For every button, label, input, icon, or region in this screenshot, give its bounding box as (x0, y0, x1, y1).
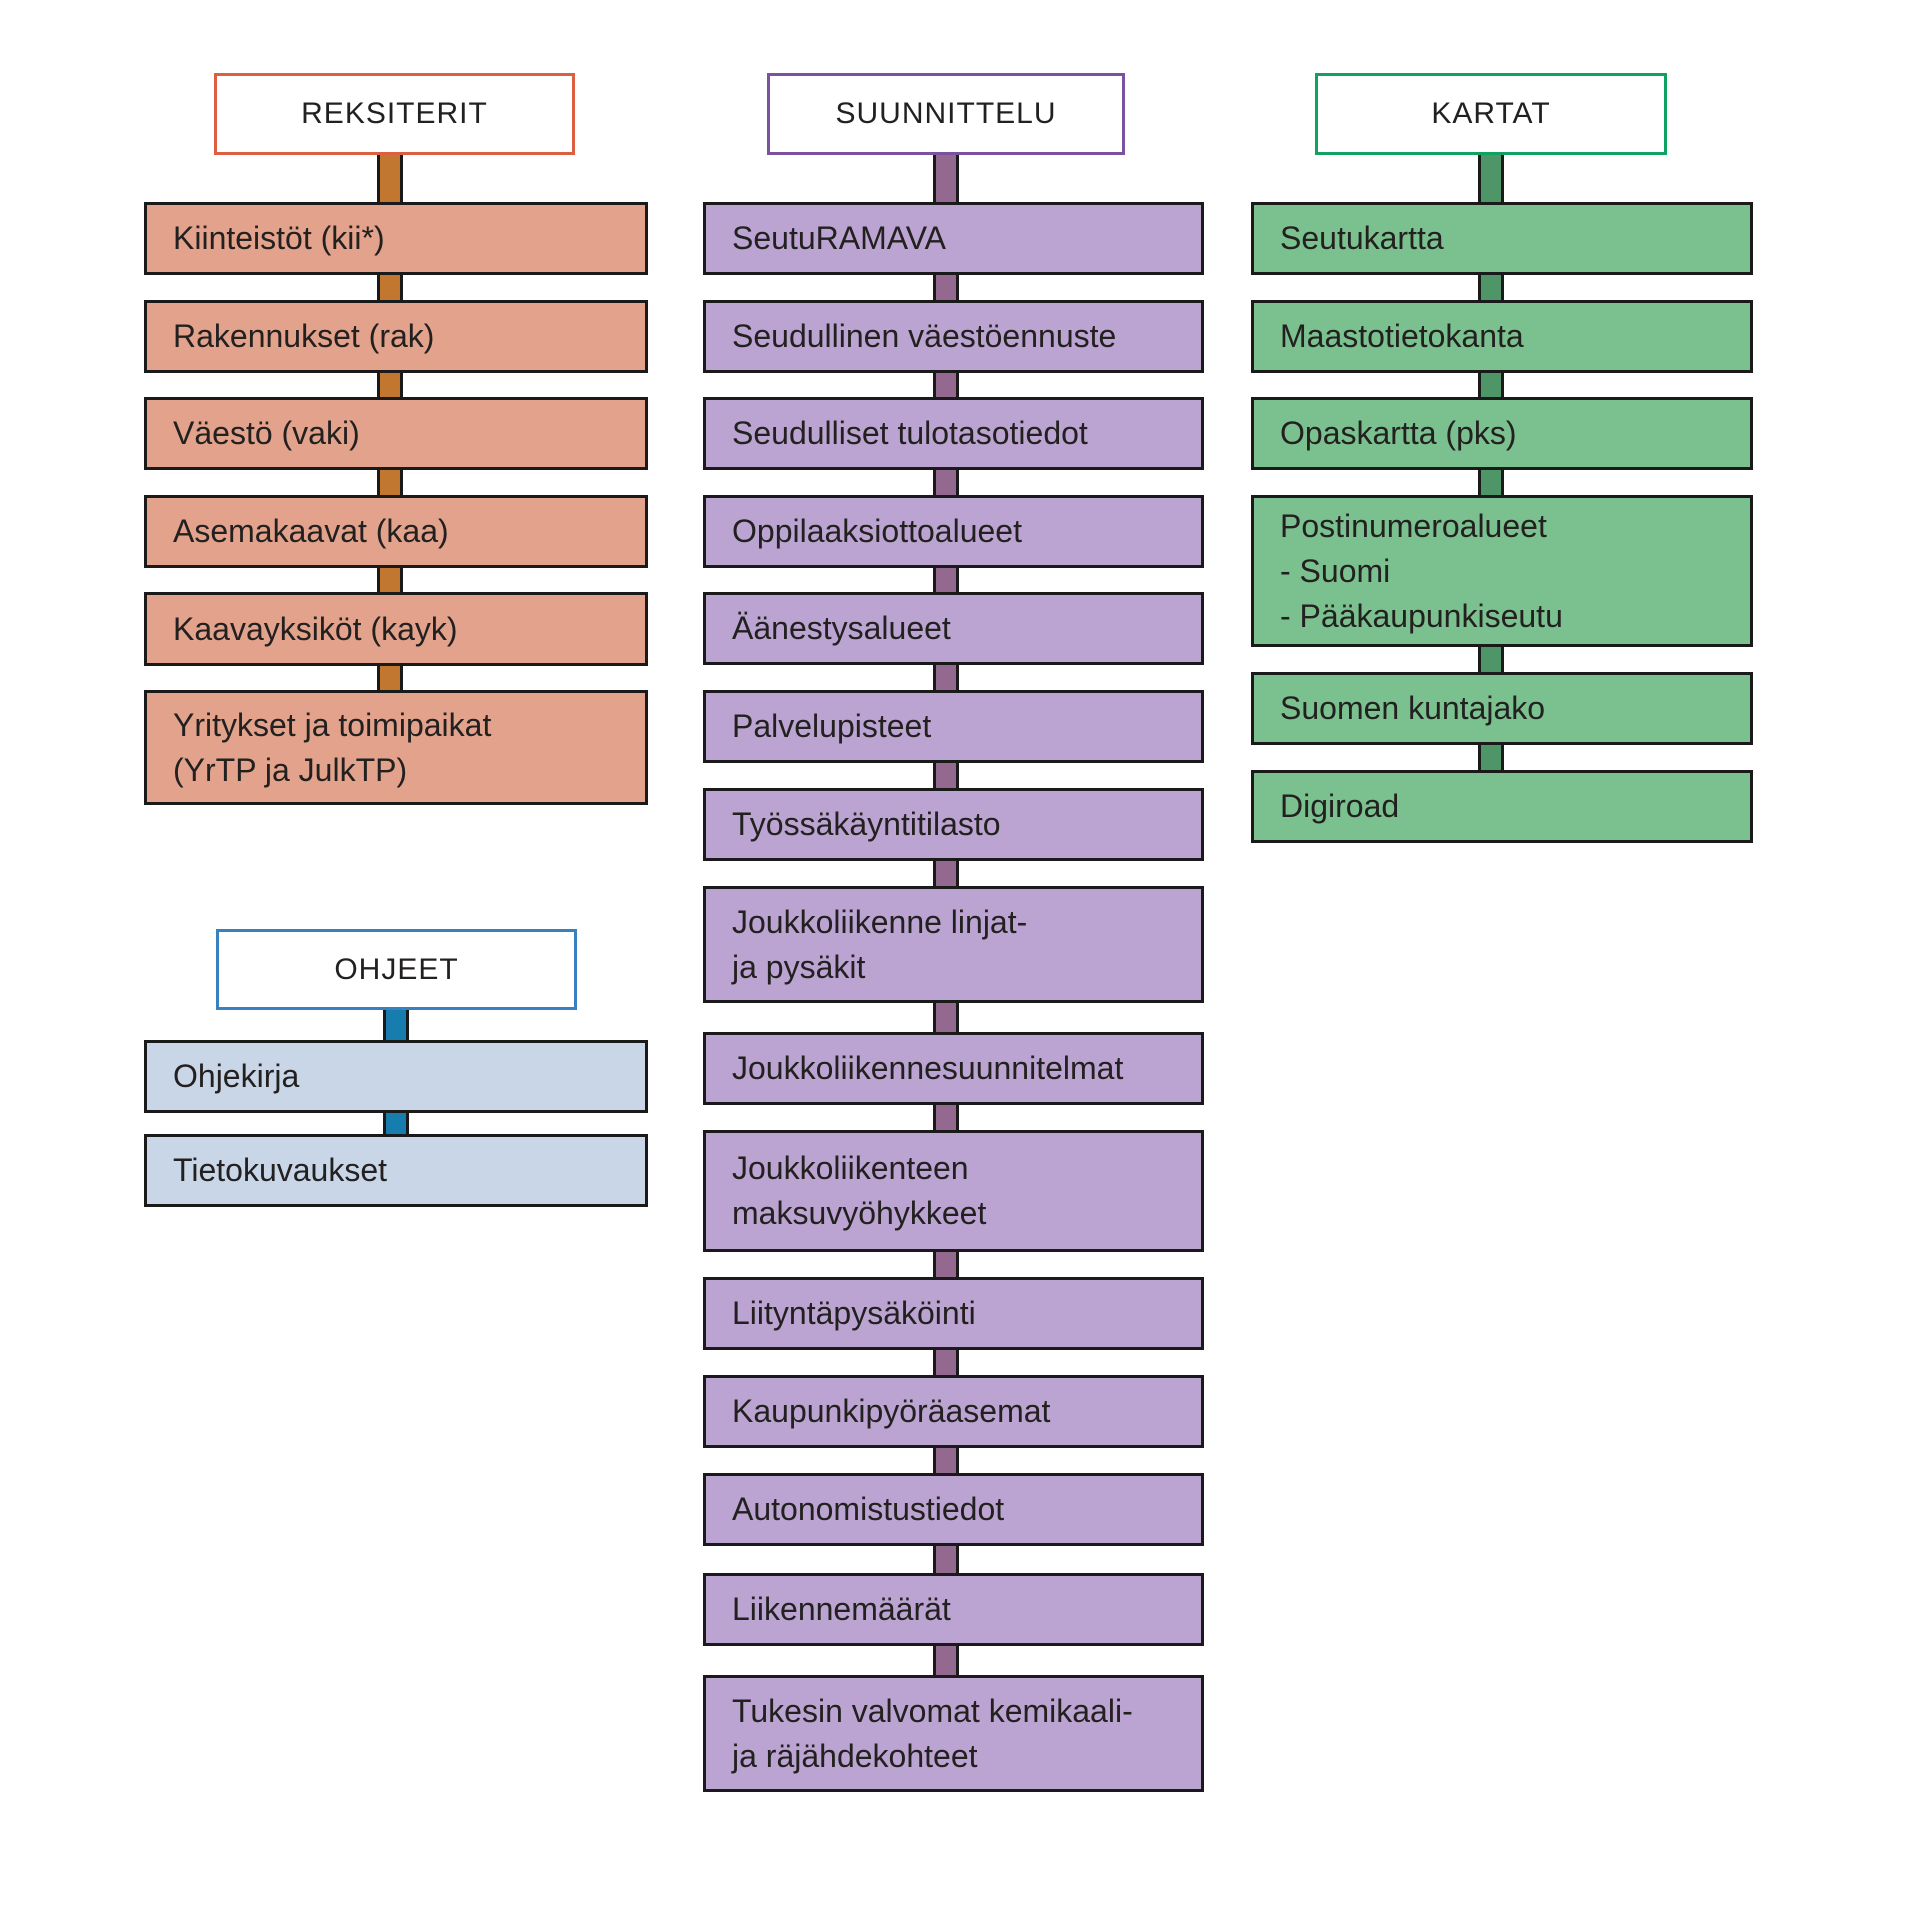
node-palvelupisteet: Palvelupisteet (703, 690, 1204, 763)
node-suomen-kuntajako: Suomen kuntajako (1251, 672, 1753, 745)
header-kartat: KARTAT (1315, 73, 1667, 155)
node-vaesto: Väestö (vaki) (144, 397, 648, 470)
node-opaskartta: Opaskartta (pks) (1251, 397, 1753, 470)
node-kiinteistot: Kiinteistöt (kii*) (144, 202, 648, 275)
header-ohjeet: OHJEET (216, 929, 577, 1010)
node-maastotietokanta: Maastotietokanta (1251, 300, 1753, 373)
node-digiroad: Digiroad (1251, 770, 1753, 843)
header-suunnittelu: SUUNNITTELU (767, 73, 1125, 155)
node-liikennemaarat: Liikennemäärät (703, 1573, 1204, 1646)
node-joukkoliikennesuunnitelmat: Joukkoliikennesuunnitelmat (703, 1032, 1204, 1105)
node-autonomistustiedot: Autonomistustiedot (703, 1473, 1204, 1546)
node-tukesin-valvomat-kohteet: Tukesin valvomat kemikaali- ja räjähdeko… (703, 1675, 1204, 1792)
node-yritykset-ja-toimipaikat: Yritykset ja toimipaikat (YrTP ja JulkTP… (144, 690, 648, 805)
node-joukkoliikenteen-maksuvyohykkeet: Joukkoliikenteen maksuvyöhykkeet (703, 1130, 1204, 1252)
node-seuturamava: SeutuRAMAVA (703, 202, 1204, 275)
node-tietokuvaukset: Tietokuvaukset (144, 1134, 648, 1207)
node-seutukartta: Seutukartta (1251, 202, 1753, 275)
node-seudulliset-tulotasotiedot: Seudulliset tulotasotiedot (703, 397, 1204, 470)
node-kaavayksikot: Kaavayksiköt (kayk) (144, 592, 648, 666)
header-rekisterit: REKSITERIT (214, 73, 575, 155)
node-tyossakayntitilasto: Työssäkäyntitilasto (703, 788, 1204, 861)
node-ohjekirja: Ohjekirja (144, 1040, 648, 1113)
node-kaupunkipyoraasemat: Kaupunkipyöräasemat (703, 1375, 1204, 1448)
node-rakennukset: Rakennukset (rak) (144, 300, 648, 373)
node-seudullinen-vaestoennuste: Seudullinen väestöennuste (703, 300, 1204, 373)
node-oppilaaksiottoalueet: Oppilaaksiottoalueet (703, 495, 1204, 568)
node-liityntapysakointi: Liityntäpysäköinti (703, 1277, 1204, 1350)
node-joukkoliikenne-linjat-ja-pysakit: Joukkoliikenne linjat- ja pysäkit (703, 886, 1204, 1003)
node-postinumeroalueet: Postinumeroalueet - Suomi - Pääkaupunkis… (1251, 495, 1753, 647)
node-asemakaavat: Asemakaavat (kaa) (144, 495, 648, 568)
node-aanestysalueet: Äänestysalueet (703, 592, 1204, 665)
